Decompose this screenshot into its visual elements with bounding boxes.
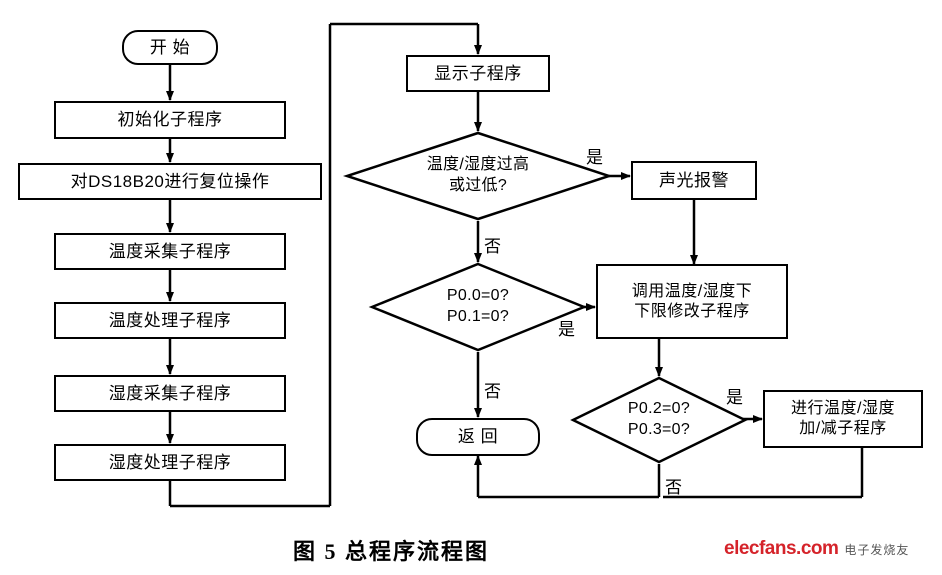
watermark-sub-text: 电子发烧友 (844, 542, 910, 557)
node-start-label: 开 始 (149, 37, 191, 57)
decision-alarm-line1: 温度/湿度过高 (426, 156, 530, 174)
node-humidity-process-label: 湿度处理子程序 (108, 452, 232, 472)
node-temp-process: 温度处理子程序 (54, 302, 286, 339)
node-adjust: 进行温度/湿度 加/减子程序 (763, 390, 923, 448)
decision-p2-line1: P0.2=0? (627, 400, 691, 418)
node-alarm: 声光报警 (631, 161, 757, 200)
watermark: elecfans.com 电子发烧友 (724, 538, 909, 560)
node-adjust-line1: 进行温度/湿度 (791, 400, 895, 417)
node-humidity-process: 湿度处理子程序 (54, 444, 286, 481)
node-start: 开 始 (122, 30, 218, 65)
watermark-main-text: elecfans.com (724, 538, 839, 559)
node-limit-modify-line1: 调用温度/湿度下 (631, 282, 753, 300)
node-display-label: 显示子程序 (434, 63, 522, 83)
node-limit-modify-line2: 下限修改子程序 (634, 302, 750, 320)
decision-p0-line1: P0.0=0? (446, 287, 510, 305)
node-ds18b20-reset-label: 对DS18B20进行复位操作 (70, 171, 270, 191)
edge-label-no-alarm: 否 (484, 237, 501, 256)
node-limit-modify: 调用温度/湿度下 下限修改子程序 (596, 264, 788, 339)
decision-p0-line2: P0.1=0? (446, 308, 510, 325)
edge-label-yes-p0: 是 (558, 320, 575, 339)
decision-alarm: 温度/湿度过高 或过低? (342, 131, 614, 221)
node-alarm-label: 声光报警 (659, 170, 729, 190)
node-display: 显示子程序 (406, 55, 550, 92)
node-init-label: 初始化子程序 (117, 110, 223, 130)
edge-label-yes-p2: 是 (726, 388, 743, 407)
node-humidity-acquire: 湿度采集子程序 (54, 375, 286, 412)
edge-label-no-p0: 否 (484, 382, 501, 401)
decision-p2-line2: P0.3=0? (627, 421, 691, 438)
node-temp-acquire: 温度采集子程序 (54, 233, 286, 270)
decision-p2: P0.2=0? P0.3=0? (570, 376, 748, 464)
node-temp-acquire-label: 温度采集子程序 (108, 241, 232, 261)
node-humidity-acquire-label: 湿度采集子程序 (108, 383, 232, 403)
node-return-label: 返 回 (457, 427, 499, 447)
figure-caption: 图 5 总程序流程图 (293, 539, 490, 564)
node-init: 初始化子程序 (54, 101, 286, 139)
node-adjust-line2: 加/减子程序 (799, 420, 887, 437)
node-return: 返 回 (416, 418, 540, 456)
edge-label-no-p2: 否 (665, 478, 682, 497)
node-ds18b20-reset: 对DS18B20进行复位操作 (18, 163, 322, 200)
decision-p0: P0.0=0? P0.1=0? (368, 262, 588, 352)
decision-alarm-line2: 或过低? (448, 177, 508, 194)
edge-label-yes-alarm: 是 (586, 148, 603, 167)
node-temp-process-label: 温度处理子程序 (108, 310, 232, 330)
